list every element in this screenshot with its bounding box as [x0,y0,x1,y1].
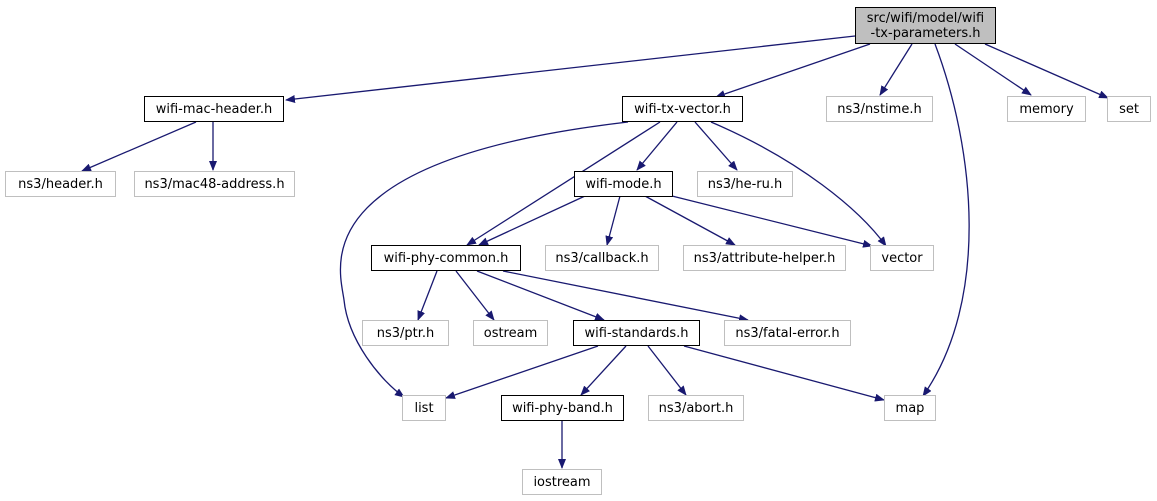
edge-wifi-phy-common-to-ptr [417,270,438,321]
node-abort[interactable]: ns3/abort.h [648,395,744,421]
edge-root-to-map [922,43,970,397]
edge-root-to-wifi-mac-header [285,35,856,103]
node-wifi-standards[interactable]: wifi-standards.h [573,320,700,346]
node-memory[interactable]: memory [1007,96,1086,122]
edge-wifi-phy-common-to-wifi-standards [476,270,605,321]
edge-wifi-tx-vector-to-vector [710,121,887,247]
edge-wifi-phy-common-to-fatal-error [502,270,749,323]
edge-wifi-standards-to-list [445,345,599,399]
node-map[interactable]: map [884,395,936,421]
node-iostream[interactable]: iostream [522,469,602,495]
node-wifi-tx-parameters[interactable]: src/wifi/model/wifi -tx-parameters.h [855,7,996,44]
edge-wifi-standards-to-wifi-phy-band [580,345,627,396]
edge-wifi-mode-to-callback [605,195,621,246]
node-wifi-tx-parameters-line2: -tx-parameters.h [870,25,981,41]
node-wifi-phy-common[interactable]: wifi-phy-common.h [371,245,521,271]
node-he-ru[interactable]: ns3/he-ru.h [697,171,793,197]
node-wifi-phy-band[interactable]: wifi-phy-band.h [501,395,624,421]
node-mac48-address[interactable]: ns3/mac48-address.h [134,171,295,197]
edge-wifi-tx-vector-to-wifi-phy-common [466,121,661,246]
edge-wifi-tx-vector-to-wifi-mode [636,121,678,171]
node-callback[interactable]: ns3/callback.h [545,245,659,271]
edge-wifi-mac-header-to-header [81,121,197,172]
edge-wifi-standards-to-map [683,345,885,402]
node-ptr[interactable]: ns3/ptr.h [362,320,449,346]
edge-wifi-phy-common-to-ostream [455,270,495,321]
node-set[interactable]: set [1107,96,1151,122]
edge-root-to-nstime [879,43,913,96]
edge-wifi-tx-vector-to-list [339,121,629,398]
edge-wifi-mode-to-attribute-helper [644,195,736,246]
node-wifi-mode[interactable]: wifi-mode.h [574,171,673,197]
edge-wifi-standards-to-abort [647,345,687,396]
edge-root-to-memory [954,43,1032,96]
node-attribute-helper[interactable]: ns3/attribute-helper.h [683,245,846,271]
node-wifi-tx-parameters-line1: src/wifi/model/wifi [866,10,985,26]
edge-root-to-set [984,43,1109,99]
node-wifi-mac-header[interactable]: wifi-mac-header.h [144,96,284,122]
node-list[interactable]: list [402,395,446,421]
edge-wifi-tx-vector-to-he-ru [694,121,738,171]
node-wifi-tx-vector[interactable]: wifi-tx-vector.h [622,96,743,122]
edge-root-to-wifi-tx-vector [715,43,871,98]
edge-wifi-mode-to-wifi-phy-common [478,195,586,246]
node-vector[interactable]: vector [870,245,934,271]
edge-wifi-mode-to-vector [671,195,873,248]
node-header[interactable]: ns3/header.h [5,171,116,197]
node-nstime[interactable]: ns3/nstime.h [826,96,933,122]
node-fatal-error[interactable]: ns3/fatal-error.h [724,320,851,346]
node-ostream[interactable]: ostream [473,320,548,346]
